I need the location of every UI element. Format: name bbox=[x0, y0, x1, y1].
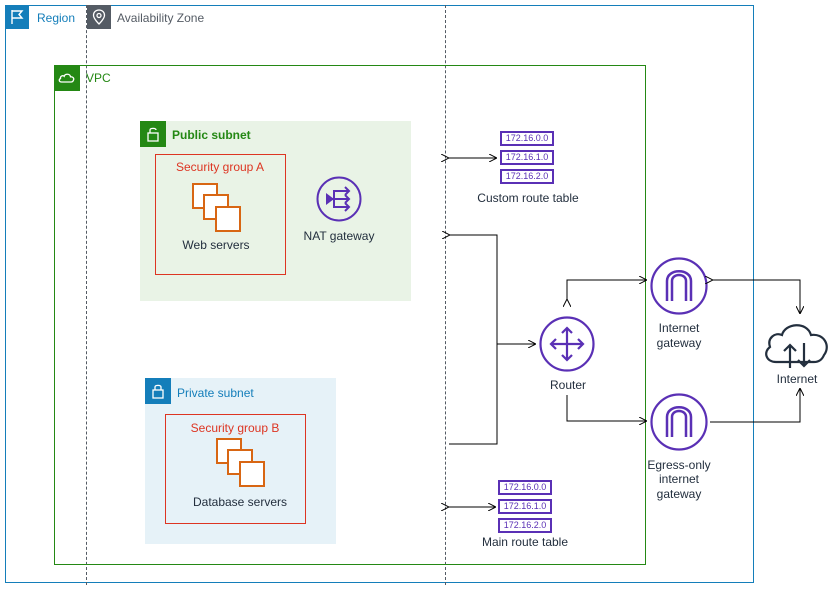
region-label: Region bbox=[37, 11, 76, 25]
main-route-table-icon: 172.16.0.0 172.16.1.0 172.16.2.0 bbox=[498, 480, 552, 534]
egress-only-gateway-label-line3: gateway bbox=[656, 487, 702, 501]
internet-label: Internet bbox=[776, 372, 818, 386]
custom-route-table-icon: 172.16.0.0 172.16.1.0 172.16.2.0 bbox=[500, 131, 554, 185]
private-subnet-label: Private subnet bbox=[177, 386, 254, 400]
nat-gateway-icon bbox=[316, 176, 362, 222]
egress-only-gateway-label-line1: Egress-only bbox=[647, 458, 711, 472]
vpc-cloud-icon bbox=[54, 65, 80, 91]
route-table-entry: 172.16.2.0 bbox=[500, 169, 554, 184]
database-servers-icon bbox=[216, 438, 266, 488]
router-label: Router bbox=[549, 378, 587, 392]
route-table-entry-text: 172.16.1.0 bbox=[505, 152, 549, 162]
web-servers-icon bbox=[192, 183, 242, 233]
internet-cloud-icon bbox=[762, 318, 832, 370]
security-group-a-label: Security group A bbox=[175, 160, 265, 174]
security-group-b bbox=[165, 414, 306, 524]
route-table-entry: 172.16.2.0 bbox=[498, 518, 552, 533]
internet-gateway-label-line1: Internet bbox=[658, 321, 700, 335]
availability-zone-left-boundary bbox=[86, 5, 87, 585]
security-group-a bbox=[155, 154, 286, 275]
vpc-container bbox=[54, 65, 646, 565]
custom-route-table-label: Custom route table bbox=[477, 191, 579, 205]
flag-icon bbox=[5, 5, 29, 29]
route-table-entry-text: 172.16.1.0 bbox=[503, 501, 547, 511]
route-table-entry-text: 172.16.2.0 bbox=[503, 520, 547, 530]
egress-only-gateway-label-line2: internet bbox=[658, 472, 700, 486]
private-subnet-lock-icon bbox=[145, 378, 171, 404]
location-pin-icon bbox=[87, 5, 111, 29]
router-icon bbox=[539, 316, 595, 372]
internet-gateway-icon bbox=[650, 257, 708, 315]
vpc-label: VPC bbox=[86, 71, 111, 85]
public-subnet-lock-icon bbox=[140, 121, 166, 147]
database-servers-label: Database servers bbox=[192, 495, 288, 509]
security-group-b-label: Security group B bbox=[190, 421, 280, 435]
public-subnet-label: Public subnet bbox=[172, 128, 251, 142]
nat-gateway-label: NAT gateway bbox=[303, 229, 375, 243]
route-table-entry-text: 172.16.0.0 bbox=[505, 133, 549, 143]
route-table-entry: 172.16.1.0 bbox=[498, 499, 552, 514]
internet-gateway-label-line2: gateway bbox=[656, 336, 702, 350]
route-table-entry: 172.16.1.0 bbox=[500, 150, 554, 165]
main-route-table-label: Main route table bbox=[481, 535, 569, 549]
route-table-entry-text: 172.16.2.0 bbox=[505, 171, 549, 181]
public-subnet-container bbox=[140, 121, 411, 301]
route-table-entry-text: 172.16.0.0 bbox=[503, 482, 547, 492]
egress-only-gateway-icon bbox=[650, 393, 708, 451]
route-table-entry: 172.16.0.0 bbox=[500, 131, 554, 146]
web-servers-label: Web servers bbox=[182, 238, 250, 252]
route-table-entry: 172.16.0.0 bbox=[498, 480, 552, 495]
availability-zone-label: Availability Zone bbox=[117, 11, 205, 25]
